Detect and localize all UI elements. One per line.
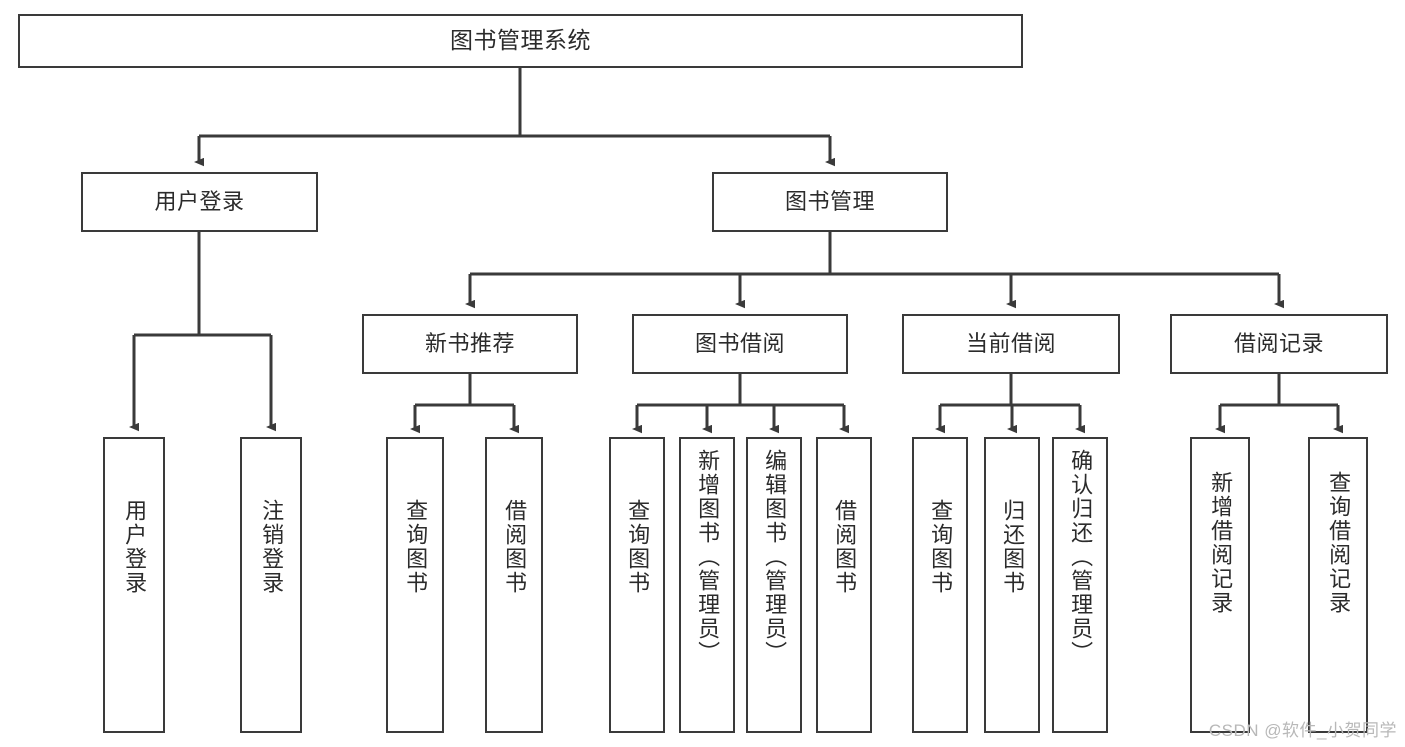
node-leaf-borrow-add-book-label: 新增图书（管理员） [695, 449, 721, 665]
node-leaf-query-borrow-record-label: 查询借阅记录 [1326, 471, 1352, 615]
node-leaf-add-borrow-record[interactable]: 新增借阅记录 [1190, 437, 1250, 733]
node-leaf-add-borrow-record-label: 新增借阅记录 [1208, 471, 1234, 615]
node-book-borrow[interactable]: 图书借阅 [632, 314, 848, 374]
node-leaf-cur-query-book-label: 查询图书 [928, 499, 954, 595]
node-borrow-record-label: 借阅记录 [1233, 330, 1324, 356]
node-leaf-cur-query-book[interactable]: 查询图书 [912, 437, 968, 733]
node-leaf-query-borrow-record[interactable]: 查询借阅记录 [1308, 437, 1368, 733]
node-user-login-label: 用户登录 [154, 188, 245, 214]
node-leaf-borrow-query-book[interactable]: 查询图书 [609, 437, 665, 733]
node-leaf-borrow-edit-book[interactable]: 编辑图书（管理员） [746, 437, 802, 733]
node-leaf-rec-query-book-label: 查询图书 [403, 499, 429, 595]
node-book-borrow-label: 图书借阅 [694, 330, 785, 356]
node-leaf-borrow-edit-book-label: 编辑图书（管理员） [762, 449, 788, 665]
node-leaf-cur-return-book[interactable]: 归还图书 [984, 437, 1040, 733]
node-current-borrow-label: 当前借阅 [965, 330, 1056, 356]
node-book-manage[interactable]: 图书管理 [712, 172, 948, 232]
csdn-watermark: CSDN @软件_小贺同学 [1208, 721, 1397, 740]
node-leaf-borrow-lend-book-label: 借阅图书 [832, 499, 858, 595]
node-leaf-cur-return-book-label: 归还图书 [1000, 499, 1026, 595]
node-leaf-user-login-label: 用户登录 [122, 499, 148, 595]
node-leaf-borrow-query-book-label: 查询图书 [625, 499, 651, 595]
node-borrow-record[interactable]: 借阅记录 [1170, 314, 1388, 374]
node-new-book-recommend[interactable]: 新书推荐 [362, 314, 578, 374]
node-leaf-rec-query-book[interactable]: 查询图书 [386, 437, 444, 733]
node-new-book-recommend-label: 新书推荐 [424, 330, 515, 356]
node-user-login[interactable]: 用户登录 [81, 172, 318, 232]
node-leaf-borrow-lend-book[interactable]: 借阅图书 [816, 437, 872, 733]
node-leaf-cur-confirm-return-label: 确认归还（管理员） [1068, 449, 1094, 665]
node-leaf-cur-confirm-return[interactable]: 确认归还（管理员） [1052, 437, 1108, 733]
node-book-manage-label: 图书管理 [784, 188, 875, 214]
node-current-borrow[interactable]: 当前借阅 [902, 314, 1120, 374]
node-root-system[interactable]: 图书管理系统 [18, 14, 1023, 68]
node-leaf-user-login[interactable]: 用户登录 [103, 437, 165, 733]
node-leaf-user-logout[interactable]: 注销登录 [240, 437, 302, 733]
node-leaf-rec-borrow-book-label: 借阅图书 [502, 499, 528, 595]
node-leaf-user-logout-label: 注销登录 [259, 499, 285, 595]
node-leaf-borrow-add-book[interactable]: 新增图书（管理员） [679, 437, 735, 733]
node-root-label: 图书管理系统 [450, 27, 591, 54]
node-leaf-rec-borrow-book[interactable]: 借阅图书 [485, 437, 543, 733]
